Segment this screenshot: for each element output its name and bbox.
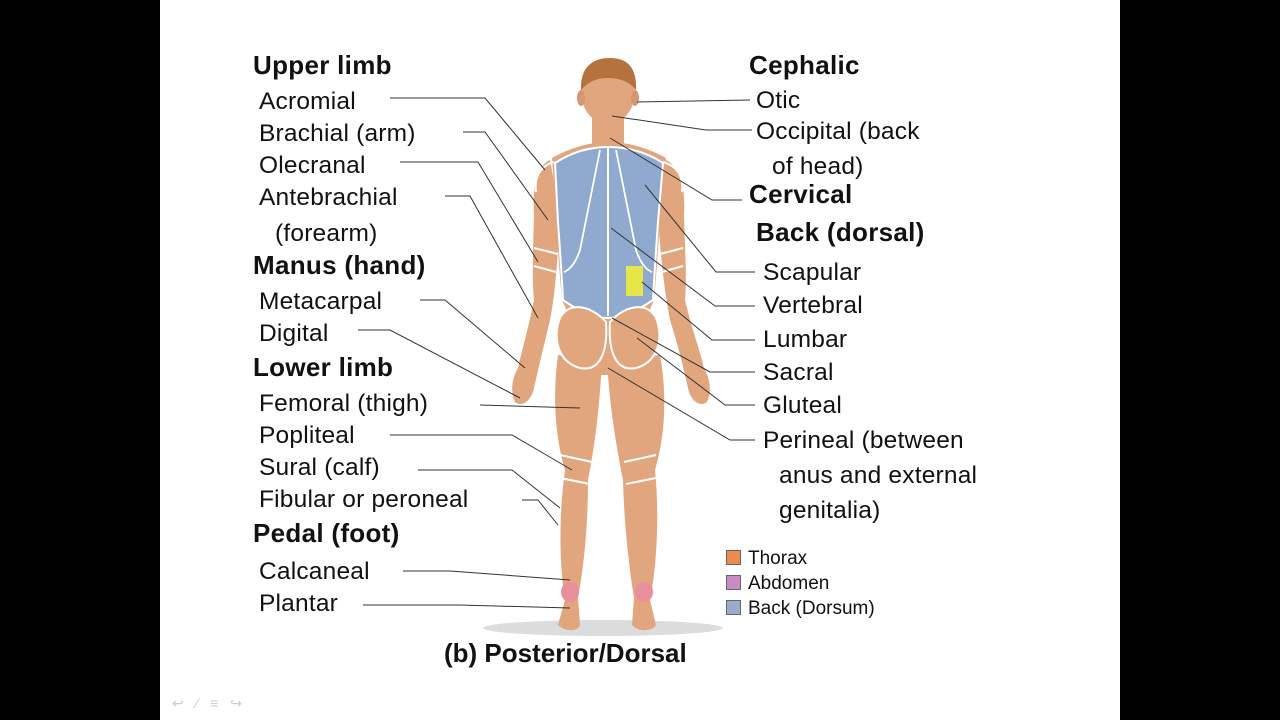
right-gluteal <box>608 306 661 370</box>
leader-antebrachial <box>445 195 539 319</box>
label-otic: Otic <box>756 87 801 114</box>
label-vertebral: Vertebral <box>763 292 863 319</box>
left-leg <box>555 355 602 631</box>
figure-caption: (b) Posterior/Dorsal <box>444 638 687 668</box>
label-lumbar: Lumbar <box>763 326 848 353</box>
right-elbow-band <box>659 247 684 273</box>
label-sacral: Sacral <box>763 359 834 386</box>
leader-brachial <box>463 131 549 221</box>
leader-cervical <box>609 137 742 201</box>
legend-swatch-abdomen <box>726 575 741 590</box>
header-cephalic: Cephalic <box>749 50 860 80</box>
label-olecranal: Olecranal <box>259 152 366 179</box>
label-plantar: Plantar <box>259 590 339 617</box>
left-gluteal <box>555 306 608 370</box>
legend-label-back: Back (Dorsum) <box>748 598 875 619</box>
leader-popliteal <box>390 434 573 471</box>
leader-perineal <box>607 367 755 441</box>
right-shoulder-cap <box>662 161 684 193</box>
left-ear <box>577 90 585 106</box>
menu-icon[interactable]: ≡ <box>210 695 231 711</box>
left-knee-band <box>559 454 593 485</box>
leader-olecranal <box>400 161 539 263</box>
label-scapular: Scapular <box>763 259 862 286</box>
leader-vertebral <box>610 227 755 307</box>
header-cervical: Cervical <box>749 179 853 209</box>
leader-otic <box>636 99 751 103</box>
label-metacarpal: Metacarpal <box>259 288 383 315</box>
pen-icon[interactable]: ∕ <box>195 695 211 711</box>
header-pedal: Pedal (foot) <box>253 518 400 548</box>
header-upper-limb: Upper limb <box>253 50 392 80</box>
slide-controls[interactable]: ↩∕≡↪ <box>172 695 254 712</box>
next-slide-icon[interactable]: ↪ <box>230 695 254 711</box>
label-femoral: Femoral (thigh) <box>259 390 429 417</box>
right-arm <box>658 160 710 405</box>
floor-shadow <box>483 620 723 636</box>
left-shoulder-cap <box>534 161 555 193</box>
right-knee-band <box>623 454 657 485</box>
leader-metacarpal <box>420 299 526 369</box>
label-perineal-line3: genitalia) <box>779 497 881 524</box>
right-heel <box>635 582 653 602</box>
leader-scapular <box>644 184 755 273</box>
legend-label-thorax: Thorax <box>748 548 808 569</box>
posterior-body-figure <box>358 58 755 636</box>
label-popliteal: Popliteal <box>259 422 355 449</box>
label-perineal-line2: anus and external <box>779 462 978 489</box>
left-heel <box>561 582 579 602</box>
leader-sural <box>418 469 561 509</box>
header-manus: Manus (hand) <box>253 250 426 280</box>
label-fibular: Fibular or peroneal <box>259 486 469 513</box>
leader-calcaneal <box>403 570 571 581</box>
leader-gluteal <box>636 337 755 406</box>
label-forearm: (forearm) <box>275 220 378 247</box>
label-acromial: Acromial <box>259 88 356 115</box>
leader-occipital <box>611 115 752 131</box>
lumbar-highlight <box>626 266 643 296</box>
left-arm <box>512 160 560 405</box>
label-occipital-line1: Occipital (back <box>756 118 920 145</box>
header-back: Back (dorsal) <box>756 217 925 247</box>
right-leg <box>607 355 665 631</box>
left-elbow-band <box>533 247 559 273</box>
legend-swatch-thorax <box>726 550 741 565</box>
right-ear <box>631 90 639 106</box>
slide: Upper limb Acromial Brachial (arm) Olecr… <box>160 0 1120 720</box>
previous-slide-icon[interactable]: ↩ <box>172 695 196 711</box>
hair <box>580 58 637 90</box>
label-digital: Digital <box>259 320 329 347</box>
legend-swatch-back <box>726 600 741 615</box>
label-antebrachial: Antebrachial <box>259 184 398 211</box>
leader-lumbar <box>641 281 755 341</box>
label-perineal-line1: Perineal (between <box>763 427 964 454</box>
leader-acromial <box>390 97 546 171</box>
leader-plantar <box>363 604 571 609</box>
label-calcaneal: Calcaneal <box>259 558 370 585</box>
legend-label-abdomen: Abdomen <box>748 573 830 594</box>
label-occipital-line2: of head) <box>772 153 864 180</box>
label-brachial: Brachial (arm) <box>259 120 416 147</box>
leader-femoral <box>479 404 581 409</box>
leader-lines <box>358 97 755 609</box>
leader-fibular <box>522 499 559 526</box>
header-lower-limb: Lower limb <box>253 352 394 382</box>
label-gluteal: Gluteal <box>763 392 843 419</box>
leader-sacral <box>611 317 755 373</box>
left-scapula-outline <box>563 149 601 273</box>
leader-digital <box>358 329 521 399</box>
label-sural: Sural (calf) <box>259 454 380 481</box>
